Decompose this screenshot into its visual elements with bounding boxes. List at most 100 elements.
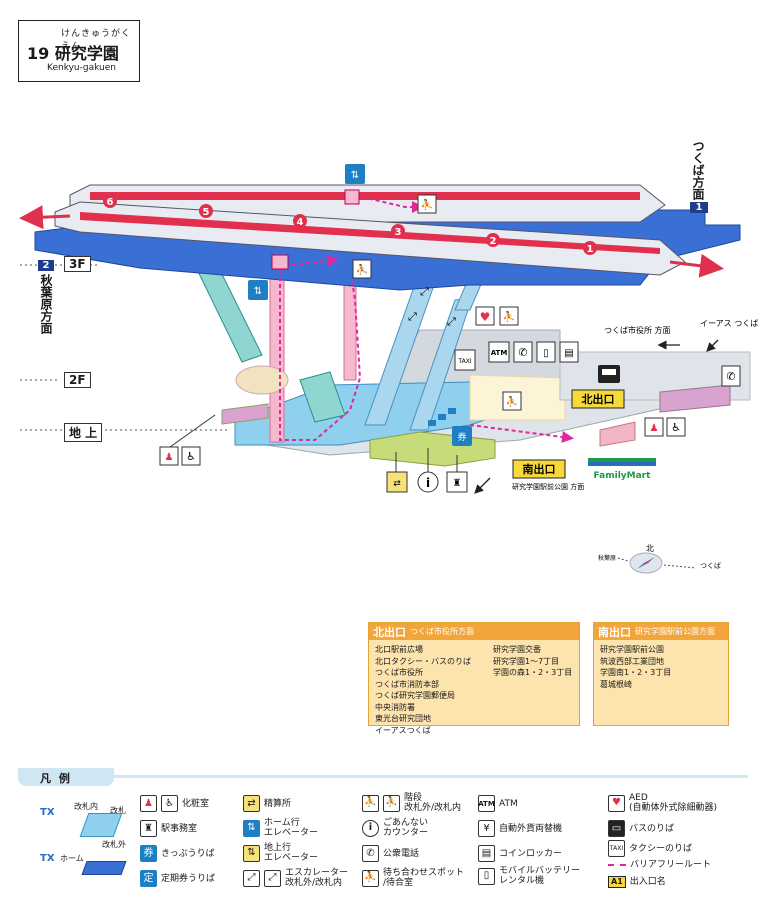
svg-text:♜: ♜ <box>453 478 462 489</box>
legend-bus: ▭バスのりば <box>608 820 674 837</box>
car-number: 3 <box>391 224 405 238</box>
wheelchair-icon: ♿ <box>161 795 178 812</box>
station-romaji: Kenkyu-gakuen <box>47 63 116 73</box>
svg-text:♥: ♥ <box>480 310 491 324</box>
car-number-label: 5 <box>203 207 210 218</box>
list-item: 学園南1・2・3丁目 <box>600 668 672 677</box>
station-title-box: けんきゅうがくえん 19 研究学園 Kenkyu-gakuen <box>18 20 140 82</box>
restroom-icon-north: ♟ <box>644 417 664 437</box>
restroom-icon: ♟ <box>159 446 179 466</box>
car-number-label: 2 <box>490 236 497 247</box>
waiting-icon: ⛹ <box>362 869 379 887</box>
legend-label: 待ち合わせスポット /待合室 <box>383 868 465 888</box>
wheelchair-icon: ♿ <box>181 446 201 466</box>
tx-logo-icon: TX <box>40 807 55 818</box>
info-icon: i <box>362 819 379 837</box>
south-exit-list: 研究学園駅前公園 筑波西部工業団地 学園南1・2・3丁目 葛城根崎 <box>594 640 728 694</box>
compass-akihabara: 秋葉原 <box>598 554 616 562</box>
tsukuba-direction-number: 1 <box>690 202 708 213</box>
akihabara-direction: 2 秋葉原方面 <box>38 260 54 334</box>
svg-text:⇄: ⇄ <box>393 479 401 489</box>
svg-text:♿: ♿ <box>671 421 681 434</box>
compass: 北 秋葉原 つくば <box>598 544 721 574</box>
tx-logo-icon: TX <box>40 853 55 864</box>
svg-text:⛹: ⛹ <box>503 310 515 323</box>
waiting-icon: ⛹ <box>502 391 522 411</box>
legend-gate: 改札 <box>110 806 126 815</box>
restroom-icon: ♟ <box>140 795 157 812</box>
list-item: 筑波西部工業団地 <box>600 656 664 666</box>
exchange-icon: ¥ <box>478 820 495 837</box>
legend-ticket: 券きっぷうりば <box>140 845 215 862</box>
atm-icon: ATM <box>478 795 495 812</box>
legend-gate-outside: 改札外 <box>102 840 126 849</box>
taxi-label: TAXI <box>457 358 471 365</box>
legend-label: バスのりば <box>629 823 675 834</box>
phone-icon: ✆ <box>513 341 533 363</box>
legend-aed: ♥AED (自動体外式除細動器) <box>608 793 717 813</box>
iias-arrow <box>706 339 719 352</box>
phone-icon: ✆ <box>362 845 379 862</box>
legend-label: AED (自動体外式除細動器) <box>629 793 718 813</box>
list-item: 中央消防署 <box>375 702 415 712</box>
legend-ground-elevator: ⇅地上行 エレベーター <box>243 843 318 863</box>
bus-icon <box>598 365 620 383</box>
stairs-lower <box>299 371 346 423</box>
svg-text:⛹: ⛹ <box>421 198 433 211</box>
south-exit-label: 南出口 <box>512 459 566 479</box>
battery-icon: ▯ <box>536 341 556 363</box>
pink-block-familymart <box>599 421 636 447</box>
legend-gate-inside: 改札内 <box>74 802 98 811</box>
stairs-icon-3f: ⛹ <box>417 194 437 214</box>
list-item: つくば研究学園郵便局 <box>375 691 455 700</box>
station-office-icon: ♜ <box>446 471 468 493</box>
fare-adjust-icon: ⇄ <box>386 471 408 493</box>
svg-text:券: 券 <box>457 431 466 443</box>
north-exit-list-col1: 北口駅前広場 北口タクシー・バスのりば つくば市役所 つくば市消防本部 つくば研… <box>369 640 487 740</box>
atm-icon: ATM <box>488 341 510 363</box>
station-map: 6 5 4 3 2 1 ⇅ ⇅ 券 ⛹ ⛹ ♥ ⛹ TAXI ATM ✆ ▯ ▤… <box>19 164 758 574</box>
ground-elevator-icon: ⇅ <box>243 844 260 862</box>
train-lower <box>54 201 686 276</box>
elevator-platform-icon-top: ⇅ <box>345 164 365 184</box>
waiting-pod <box>235 365 289 395</box>
svg-text:✆: ✆ <box>726 370 735 383</box>
floor-label-3f: 3F <box>64 256 91 272</box>
south-exit-text: 南出口 <box>523 462 556 476</box>
car-number: 5 <box>199 204 213 218</box>
escalator-direction-icon: ⤢ <box>420 285 429 298</box>
svg-text:♟: ♟ <box>165 452 174 463</box>
list-item: 学園の森1・2・3丁目 <box>493 668 573 677</box>
platform-swatch <box>81 861 127 875</box>
ticket-icon: 券 <box>140 845 157 862</box>
list-item: 研究学園駅前公園 <box>600 645 664 654</box>
car-number-label: 6 <box>107 197 114 208</box>
legend-platform: ホーム <box>60 854 84 863</box>
taxi-icon: TAXI <box>454 349 476 371</box>
commuter-pass-icon: 定 <box>140 870 157 887</box>
svg-text:⛹: ⛹ <box>506 395 518 408</box>
legend-gate-diagram: TX 改札内 改札 改札外 TX ホーム <box>18 795 128 905</box>
akihabara-direction-text: 秋葉原方面 <box>39 274 53 334</box>
ticket-office-icon: 券 <box>452 426 472 446</box>
barrier-free-route-main <box>279 270 362 441</box>
pink-block-north <box>659 384 731 413</box>
station-office-icon: ♜ <box>140 820 157 837</box>
taxi-icon: TAXI <box>608 840 625 857</box>
compass-tsukuba: つくば <box>700 561 721 570</box>
svg-text:✆: ✆ <box>518 346 527 359</box>
floor-label-ground: 地 上 <box>64 423 103 442</box>
legend-label: モバイルバッテリー レンタル機 <box>499 866 581 886</box>
car-number: 6 <box>103 194 117 208</box>
north-exit-info-header: 北出口 つくば市役所方面 <box>369 623 579 640</box>
escalator-icon: ⤢ <box>243 869 260 887</box>
south-exit-info-header: 南出口 研究学園駅前公園方面 <box>594 623 728 640</box>
list-item: 東光台研究団地 <box>375 714 431 723</box>
list-item: 北口タクシー・バスのりば <box>375 656 471 666</box>
stairs-icon: ⛹ <box>362 794 379 812</box>
tsukuba-direction: つくば方面 1 <box>690 140 708 213</box>
car-number: 4 <box>293 214 307 228</box>
